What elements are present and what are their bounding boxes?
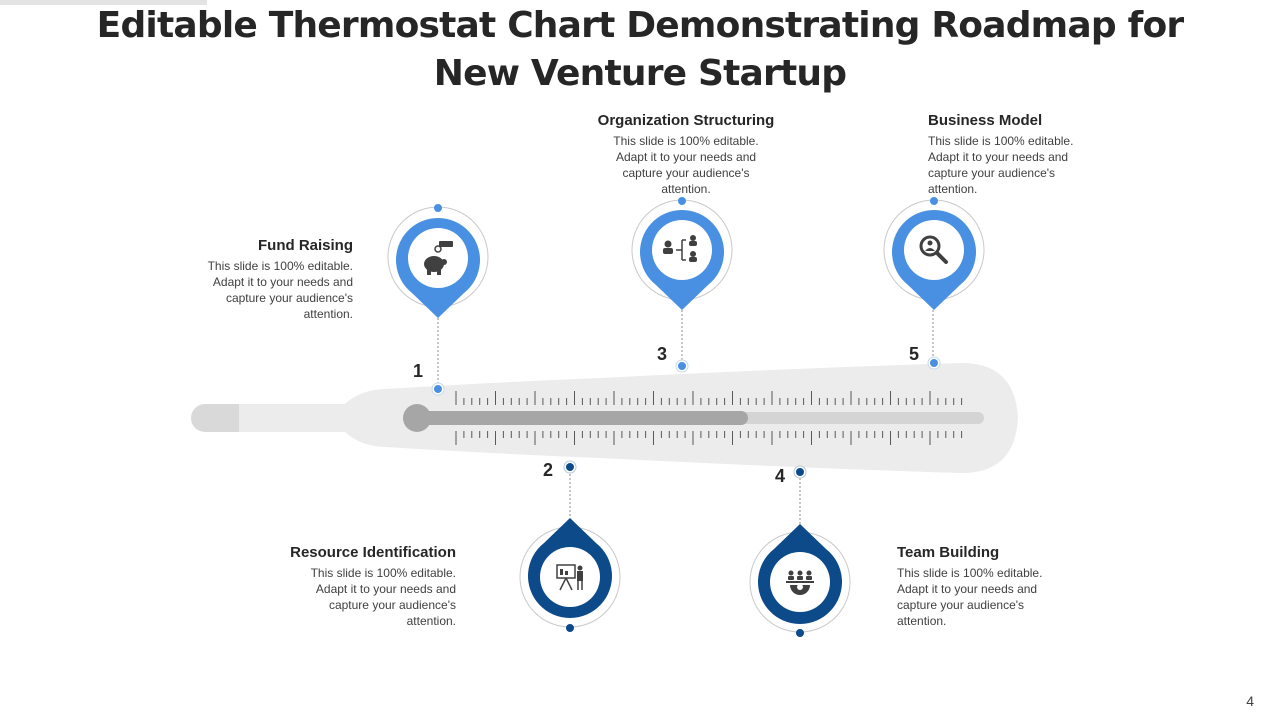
mercury-bulb (403, 404, 431, 432)
pin-business-model (883, 197, 985, 310)
scale-markers (431, 356, 941, 479)
step-description: This slide is 100% editable. Adapt it to… (897, 566, 1043, 628)
piggy-bank-icon (424, 241, 453, 275)
step-description: This slide is 100% editable. Adapt it to… (310, 566, 456, 628)
team-gear-icon (786, 570, 814, 595)
step-heading: Team Building (897, 544, 1000, 561)
step-number-2: 2 (543, 460, 554, 480)
top-accent-bar (0, 0, 207, 5)
step-description: This slide is 100% editable. Adapt it to… (207, 259, 353, 321)
magnifier-person-icon (919, 235, 948, 264)
step-description: This slide is 100% editable. Adapt it to… (613, 134, 759, 196)
step-number-1: 1 (413, 361, 424, 381)
step-description: This slide is 100% editable. Adapt it to… (928, 134, 1074, 196)
step-label-business-model: Business Model This slide is 100% editab… (928, 112, 1098, 197)
pin-team-building (749, 524, 851, 637)
page-title: Editable Thermostat Chart Demonstrating … (96, 5, 1184, 94)
step-label-team-building: Team Building This slide is 100% editabl… (897, 544, 1067, 629)
step-label-organization-structuring: Organization Structuring This slide is 1… (586, 112, 786, 197)
step-number-5: 5 (909, 344, 920, 364)
connectors (437, 310, 934, 524)
page-number: 4 (1246, 693, 1254, 709)
scale-ticks-top (455, 391, 963, 405)
mercury-fill (417, 411, 748, 425)
step-label-resource-identification: Resource Identification This slide is 10… (256, 544, 456, 629)
scale-ticks-bottom (455, 431, 963, 445)
step-number-4: 4 (775, 466, 786, 486)
pin-organization-structuring (631, 197, 733, 310)
step-label-fund-raising: Fund Raising This slide is 100% editable… (183, 237, 353, 322)
step-number-3: 3 (657, 344, 668, 364)
pin-resource-identification (519, 518, 621, 632)
org-chart-icon (663, 235, 697, 262)
thermometer (191, 362, 1018, 474)
presentation-board-icon (556, 564, 583, 591)
step-heading: Business Model (928, 112, 1043, 129)
step-heading: Organization Structuring (597, 112, 775, 129)
step-heading: Resource Identification (290, 544, 456, 561)
pin-fund-raising (387, 204, 489, 318)
step-heading: Fund Raising (258, 237, 353, 254)
